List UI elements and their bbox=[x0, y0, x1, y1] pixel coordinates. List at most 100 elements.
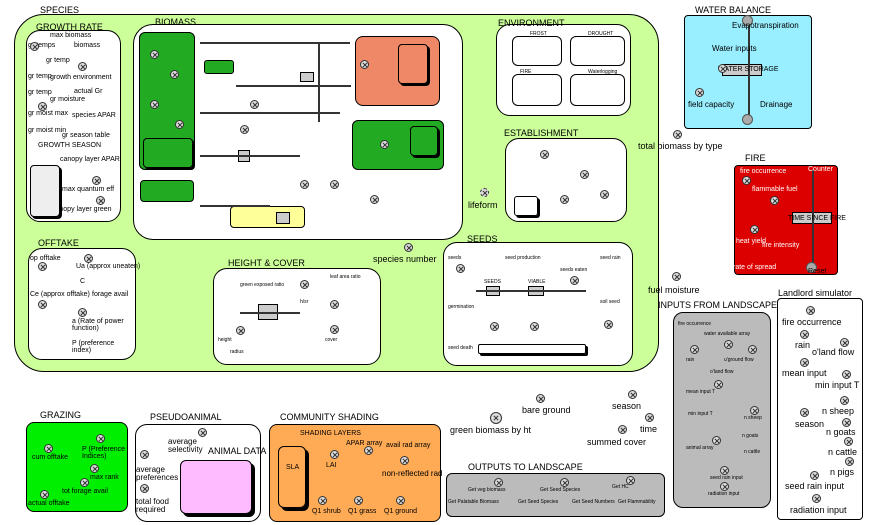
summed-cover-node[interactable] bbox=[618, 425, 627, 434]
landlord-converter[interactable] bbox=[842, 418, 851, 427]
animal-data-box[interactable] bbox=[180, 460, 252, 514]
landlord-converter[interactable] bbox=[800, 330, 809, 339]
seeds-converter[interactable] bbox=[456, 264, 465, 273]
biomass-converter[interactable] bbox=[170, 70, 179, 79]
biomass-converter[interactable] bbox=[330, 180, 339, 189]
landlord-converter[interactable] bbox=[840, 338, 849, 347]
outputs-converter[interactable] bbox=[626, 476, 635, 485]
shading-converter[interactable] bbox=[396, 496, 405, 505]
green-biomass-by-ht-node[interactable] bbox=[490, 412, 502, 424]
inputs-converter[interactable] bbox=[714, 380, 723, 389]
fuel-moisture-node[interactable] bbox=[672, 272, 681, 281]
biomass-converter[interactable] bbox=[240, 125, 249, 134]
biomass-converter[interactable] bbox=[250, 100, 259, 109]
seeds-converter[interactable] bbox=[570, 276, 579, 285]
landlord-converter[interactable] bbox=[810, 471, 819, 480]
est-converter[interactable] bbox=[600, 190, 609, 199]
pseudo-converter[interactable] bbox=[140, 484, 149, 493]
community-shading-section[interactable] bbox=[269, 424, 441, 522]
shading-converter[interactable] bbox=[318, 496, 327, 505]
environment-section[interactable] bbox=[496, 24, 631, 116]
inputs-converter[interactable] bbox=[720, 466, 729, 475]
season-node[interactable] bbox=[628, 390, 637, 399]
biomass-stock[interactable] bbox=[276, 212, 290, 224]
grazing-converter[interactable] bbox=[90, 464, 99, 473]
establishment-graph[interactable] bbox=[514, 196, 538, 216]
seeds-converter[interactable] bbox=[490, 322, 499, 331]
grazing-converter[interactable] bbox=[96, 434, 105, 443]
biomass-green-panel-right-inner[interactable] bbox=[410, 126, 438, 156]
seeds-table-bar[interactable] bbox=[478, 344, 586, 354]
species-number-node[interactable] bbox=[404, 243, 413, 252]
gr-converter[interactable] bbox=[96, 196, 105, 205]
outputs-converter[interactable] bbox=[560, 478, 569, 487]
shading-converter[interactable] bbox=[330, 450, 339, 459]
inputs-converter[interactable] bbox=[724, 340, 733, 349]
biomass-converter[interactable] bbox=[300, 180, 309, 189]
landlord-converter[interactable] bbox=[845, 457, 854, 466]
water-converter[interactable] bbox=[718, 64, 727, 73]
lifeform-node[interactable] bbox=[480, 188, 489, 197]
water-converter[interactable] bbox=[695, 88, 704, 97]
biomass-green-panel-inner[interactable] bbox=[143, 138, 193, 168]
frost-box[interactable] bbox=[512, 36, 562, 66]
offtake-converter[interactable] bbox=[38, 300, 47, 309]
biomass-green-panel-small[interactable] bbox=[204, 60, 234, 74]
drought-box[interactable] bbox=[570, 36, 625, 66]
total-biomass-by-type-node[interactable] bbox=[673, 130, 682, 139]
shading-converter[interactable] bbox=[400, 456, 409, 465]
biomass-converter[interactable] bbox=[175, 120, 184, 129]
grazing-converter[interactable] bbox=[44, 444, 53, 453]
gr-converter[interactable] bbox=[92, 176, 101, 185]
biomass-salmon-inner[interactable] bbox=[398, 44, 428, 84]
biomass-yellow-panel[interactable] bbox=[230, 206, 305, 228]
landlord-section[interactable] bbox=[777, 298, 863, 520]
offtake-converter[interactable] bbox=[84, 254, 93, 263]
waterlogging-box[interactable] bbox=[570, 74, 625, 106]
fire-converter[interactable] bbox=[770, 196, 779, 205]
inputs-converter[interactable] bbox=[690, 345, 699, 354]
hc-converter[interactable] bbox=[330, 300, 339, 309]
establishment-section[interactable] bbox=[505, 138, 627, 222]
gr-converter[interactable] bbox=[78, 62, 87, 71]
shading-converter[interactable] bbox=[354, 496, 363, 505]
est-converter[interactable] bbox=[540, 150, 549, 159]
gr-converter[interactable] bbox=[30, 42, 39, 51]
inputs-converter[interactable] bbox=[748, 345, 757, 354]
landlord-converter[interactable] bbox=[840, 396, 849, 405]
height-cover-section[interactable] bbox=[213, 268, 381, 365]
grazing-section[interactable] bbox=[26, 422, 128, 512]
gr-converter[interactable] bbox=[38, 102, 47, 111]
bare-ground-node[interactable] bbox=[536, 394, 545, 403]
time-node[interactable] bbox=[645, 413, 654, 422]
biomass-converter[interactable] bbox=[360, 60, 369, 69]
landlord-converter[interactable] bbox=[842, 370, 851, 379]
landlord-converter[interactable] bbox=[800, 408, 809, 417]
seeds-section[interactable] bbox=[443, 242, 633, 366]
biomass-green-panel-bottom[interactable] bbox=[140, 180, 194, 202]
offtake-converter[interactable] bbox=[38, 262, 47, 271]
fire-converter[interactable] bbox=[750, 225, 759, 234]
seeds-converter[interactable] bbox=[530, 322, 539, 331]
grazing-converter[interactable] bbox=[80, 478, 89, 487]
fire-env-box[interactable] bbox=[512, 74, 562, 106]
offtake-converter[interactable] bbox=[78, 308, 87, 317]
outputs-converter[interactable] bbox=[494, 478, 503, 487]
biomass-stock[interactable] bbox=[300, 72, 314, 82]
grazing-converter[interactable] bbox=[40, 490, 49, 499]
hc-converter[interactable] bbox=[300, 280, 309, 289]
growth-season-graph[interactable] bbox=[30, 165, 60, 217]
hc-converter[interactable] bbox=[236, 326, 245, 335]
shading-converter[interactable] bbox=[364, 446, 373, 455]
landlord-converter[interactable] bbox=[806, 306, 815, 315]
biomass-converter[interactable] bbox=[380, 140, 389, 149]
pseudo-converter[interactable] bbox=[198, 428, 207, 437]
fire-converter[interactable] bbox=[742, 176, 751, 185]
est-converter[interactable] bbox=[560, 195, 569, 204]
biomass-converter[interactable] bbox=[150, 100, 159, 109]
seeds-converter[interactable] bbox=[604, 320, 613, 329]
inputs-converter[interactable] bbox=[720, 482, 729, 491]
est-converter[interactable] bbox=[580, 170, 589, 179]
landlord-converter[interactable] bbox=[844, 437, 853, 446]
landlord-converter[interactable] bbox=[800, 358, 809, 367]
